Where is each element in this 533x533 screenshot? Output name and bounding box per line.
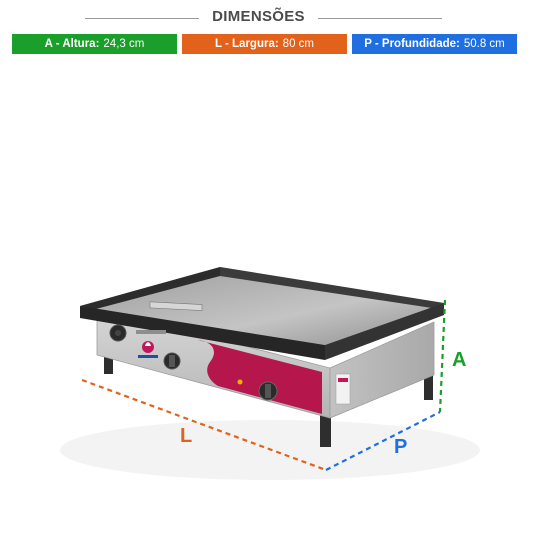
right-knob-grip xyxy=(265,384,271,398)
header-divider-left xyxy=(85,18,199,19)
brand-logo xyxy=(138,341,158,358)
leg-front-right xyxy=(320,395,331,447)
left-knob-center xyxy=(115,330,121,336)
depth-badge-label: P - Profundidade: xyxy=(364,38,460,50)
dimensions-header: DIMENSÕES xyxy=(0,8,533,30)
height-badge: A - Altura: 24,3 cm xyxy=(12,34,177,54)
plate-side-lip xyxy=(325,303,444,360)
indicator-light xyxy=(237,379,243,385)
backsplash-back xyxy=(220,267,444,308)
width-dimension-line xyxy=(81,378,327,472)
leg-back-right xyxy=(424,370,433,400)
depth-badge: P - Profundidade: 50.8 cm xyxy=(352,34,517,54)
height-badge-value: 24,3 cm xyxy=(103,38,145,50)
height-badge-label: A - Altura: xyxy=(44,38,100,50)
header-title: DIMENSÕES xyxy=(212,8,305,25)
front-accent-panel xyxy=(198,340,322,414)
depth-marker: P xyxy=(394,436,407,458)
side-panel xyxy=(329,321,435,419)
width-marker: L xyxy=(180,425,192,447)
width-badge: L - Largura: 80 cm xyxy=(182,34,347,54)
width-badge-value: 80 cm xyxy=(282,38,314,50)
header-divider-right xyxy=(318,18,442,19)
height-dimension-line xyxy=(438,299,447,413)
plate-front-lip xyxy=(80,306,325,360)
model-label xyxy=(136,330,166,334)
dimension-badges: A - Altura: 24,3 cm L - Largura: 80 cm P… xyxy=(12,34,521,54)
depth-badge-value: 50.8 cm xyxy=(463,38,505,50)
grease-trough xyxy=(149,301,203,311)
backsplash-left xyxy=(80,267,220,310)
side-sticker-mark xyxy=(338,378,348,382)
width-badge-label: L - Largura: xyxy=(214,38,279,50)
depth-dimension-line xyxy=(325,411,441,471)
leg-front-left xyxy=(104,350,113,374)
height-marker: A xyxy=(452,349,466,371)
middle-knob-grip xyxy=(169,355,175,367)
